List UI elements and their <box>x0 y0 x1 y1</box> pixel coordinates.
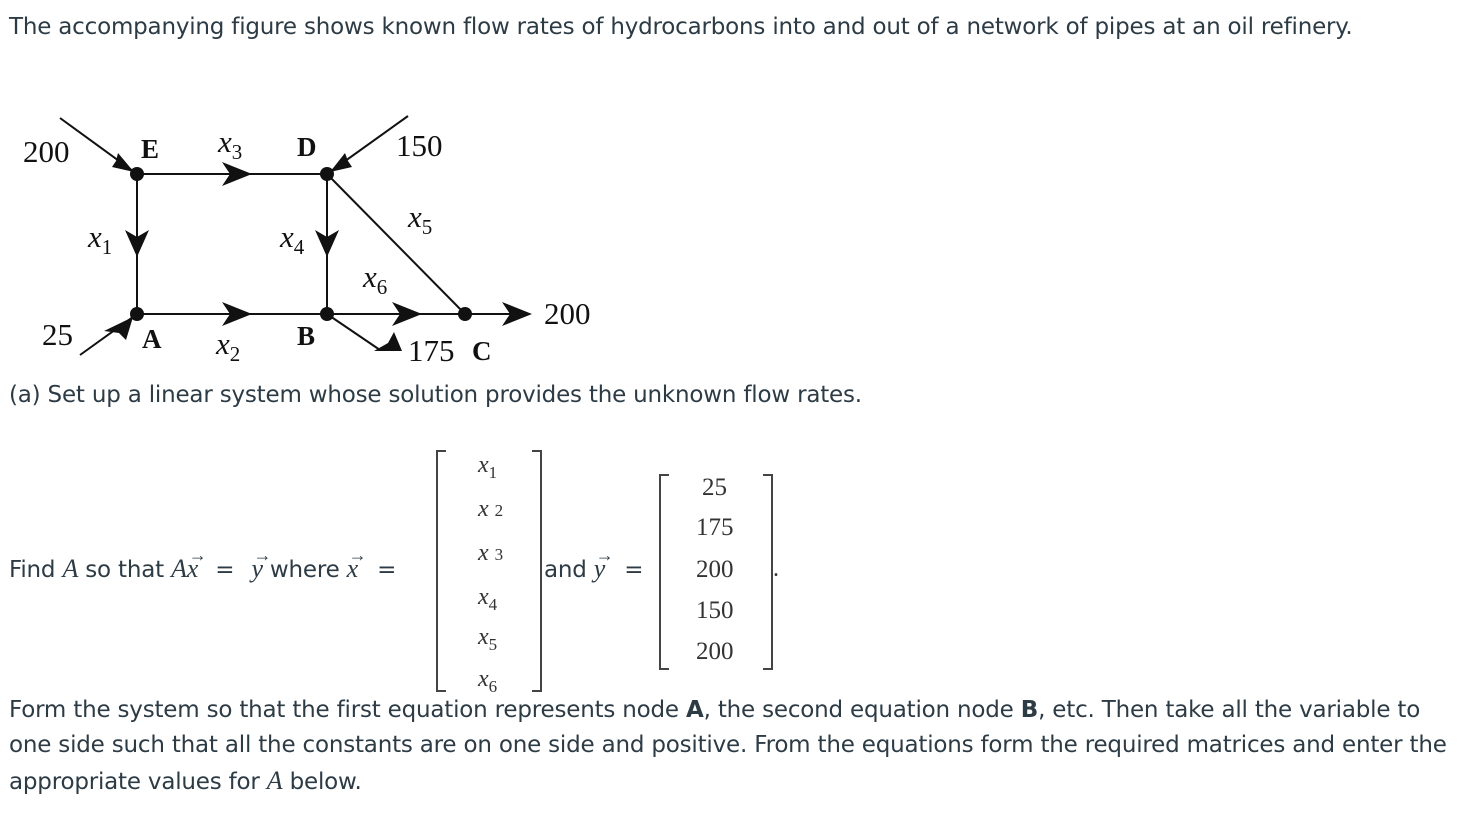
node-label-A: A <box>142 324 162 354</box>
flow-in-D: 150 <box>396 128 443 163</box>
y-vector-left-bracket <box>659 474 669 670</box>
var-x4: x4 <box>279 219 305 259</box>
x-vector-entry-5: x5 <box>478 624 498 654</box>
x-vector-entry-1: x1 <box>478 452 498 482</box>
arrow-out-C <box>502 302 532 326</box>
flow-out-C: 200 <box>544 296 591 331</box>
flow-in-C: 175 <box>408 333 455 368</box>
x-vector-entry-4: x4 <box>478 584 498 614</box>
y-vector-entry-2: 175 <box>696 514 734 541</box>
part-a-text: (a) Set up a linear system whose solutio… <box>9 382 862 408</box>
node-A <box>130 307 144 321</box>
x-vector-entry-6: x6 <box>478 666 498 696</box>
x-vector-symbol: x→ <box>186 545 207 583</box>
find-equation-line: Find A so that Ax→ = y→ where x→ = <box>9 545 397 588</box>
node-A-ref: A <box>686 697 704 723</box>
x-vector-symbol-2: x→ <box>346 545 367 583</box>
pipe-D-C <box>326 173 466 315</box>
x-vector-left-bracket <box>436 450 446 692</box>
arrow-x6 <box>392 302 422 326</box>
matrix-A-ref: A <box>266 766 283 795</box>
flow-arrows <box>104 153 532 351</box>
arrow-in-D <box>330 153 352 172</box>
var-x2: x2 <box>215 326 240 366</box>
y-vector-entry-1: 25 <box>702 474 727 501</box>
arrow-x3 <box>222 162 252 186</box>
flow-in-A: 25 <box>42 317 73 352</box>
node-D <box>320 167 334 181</box>
period: . <box>773 556 779 582</box>
pipe-network-diagram: E D A B C 200 150 25 200 175 x3 x1 x4 x5… <box>23 115 591 368</box>
Ax-A: A <box>171 554 187 583</box>
node-label-C: C <box>472 336 492 366</box>
node-C <box>458 307 472 321</box>
node-B-ref: B <box>1020 697 1039 723</box>
instructions-text: Form the system so that the first equati… <box>9 697 1447 795</box>
intro-text: The accompanying figure shows known flow… <box>9 14 1353 40</box>
arrow-x1 <box>125 230 149 257</box>
labels: E D A B C 200 150 25 200 175 x3 x1 x4 x5… <box>23 124 591 368</box>
where-label: where <box>269 557 340 583</box>
var-x6: x6 <box>362 259 387 299</box>
y-vector-symbol: y→ <box>251 545 272 583</box>
node-B <box>320 307 334 321</box>
and-y-label: and y→ = <box>544 545 644 588</box>
arrow-in-E <box>112 153 134 172</box>
flow-in-E: 200 <box>23 134 70 169</box>
y-vector-entry-5: 200 <box>696 638 734 665</box>
find-label: Find <box>9 557 56 583</box>
y-vector-entry-4: 150 <box>696 597 734 624</box>
y-vector-entry-3: 200 <box>696 556 734 583</box>
node-label-E: E <box>141 134 159 164</box>
node-E <box>130 167 144 181</box>
arrow-in-C <box>374 332 402 351</box>
y-vector-symbol-2: y→ <box>593 545 614 583</box>
var-x5: x5 <box>407 199 432 239</box>
pipe-in-C <box>326 313 381 351</box>
equals-sign: = <box>215 557 235 583</box>
arrow-x4 <box>315 230 339 257</box>
var-x3: x3 <box>217 124 242 164</box>
arrow-x2 <box>222 302 252 326</box>
node-label-D: D <box>297 132 317 162</box>
equals-sign-2: = <box>377 557 397 583</box>
y-vector-right-bracket <box>763 474 773 670</box>
var-x1: x1 <box>87 219 112 259</box>
nodes <box>130 167 472 321</box>
so-that-label: so that <box>85 557 164 583</box>
node-label-B: B <box>297 321 315 351</box>
matrix-A-symbol: A <box>62 554 79 583</box>
arrow-in-A <box>104 317 133 340</box>
x-vector-right-bracket <box>532 450 542 692</box>
